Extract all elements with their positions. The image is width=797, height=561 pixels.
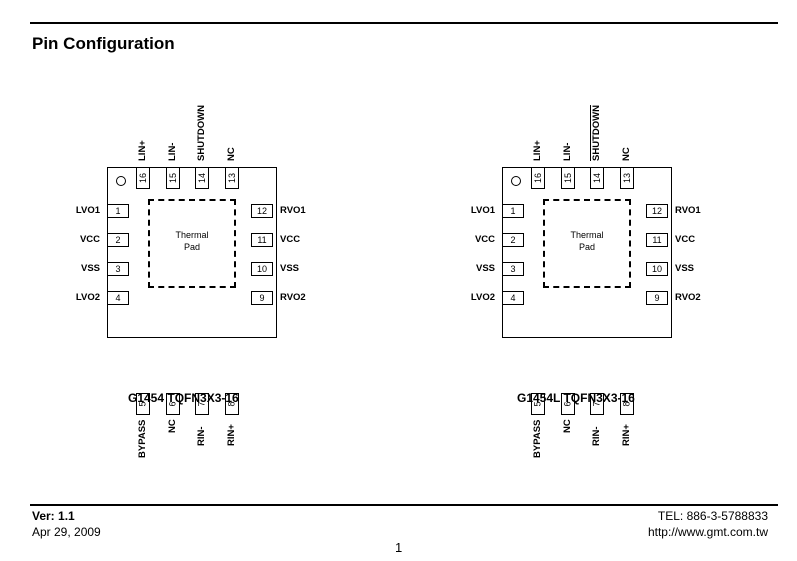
pin-12: 12: [646, 204, 668, 218]
pin-6: 6: [561, 393, 575, 415]
pin1-marker: [116, 176, 126, 186]
website-link[interactable]: http://www.gmt.com.tw: [647, 525, 768, 539]
pin-5: 5: [136, 393, 150, 415]
pin-11: 11: [646, 233, 668, 247]
telephone: TEL: 886-3-5788833: [657, 509, 768, 523]
pin-number: 13: [621, 172, 632, 184]
pin-1: 1: [502, 204, 524, 218]
thermal-pad: Thermal Pad: [543, 199, 631, 288]
package-body: Thermal Pad: [107, 167, 277, 338]
pin-3: 3: [107, 262, 129, 276]
footer-left: Ver: 1.1 Apr 29, 2009: [32, 508, 101, 540]
pin-3: 3: [502, 262, 524, 276]
pin-label-rvo2: RVO2: [280, 292, 306, 303]
pin-label-nc: NC: [167, 419, 178, 434]
pin-label-lin-minus: LIN-: [562, 142, 573, 161]
pin-7: 7: [195, 393, 209, 415]
pin-label-lin-minus: LIN-: [167, 142, 178, 161]
pin-label-lin-plus: LIN+: [532, 140, 543, 161]
pin-number: 13: [226, 172, 237, 184]
pin-label-lvo2: LVO2: [470, 292, 495, 303]
pin-8: 8: [225, 393, 239, 415]
pin-label-lvo1: LVO1: [470, 205, 495, 216]
pin-13: 13: [225, 167, 239, 189]
pin-label-nc: NC: [562, 419, 573, 434]
thermal-pad-label: Thermal Pad: [570, 230, 604, 252]
pin-label-nc: NC: [226, 147, 237, 161]
pin-2: 2: [502, 233, 524, 247]
pin-12: 12: [251, 204, 273, 218]
pin-label-vcc: VCC: [675, 234, 696, 245]
pin-16: 16: [136, 167, 150, 189]
pin-16: 16: [531, 167, 545, 189]
pin-4: 4: [502, 291, 524, 305]
package-diagram-g1454: Thermal Pad 1 LVO1 2 VCC 3 VSS 4 LVO2 12 RVO1 11 VCC…: [30, 90, 306, 458]
pin-number: 14: [196, 172, 207, 184]
page-number: 1: [395, 540, 403, 555]
pin-14: 14: [590, 167, 604, 189]
pin-14: 14: [195, 167, 209, 189]
pin-number: 15: [167, 172, 178, 184]
pin-15: 15: [561, 167, 575, 189]
pin-9: 9: [646, 291, 668, 305]
pin-5: 5: [531, 393, 545, 415]
pin-13: 13: [620, 167, 634, 189]
package-diagram-g1454l: Thermal Pad 1 LVO1 2 VCC 3 VSS 4 LVO2 12 RVO1 11 VCC…: [425, 90, 701, 458]
pin-label-rin-minus: RIN-: [196, 426, 207, 446]
version: Ver: 1.1: [32, 509, 75, 523]
pin-label-bypass: BYPASS: [532, 419, 543, 459]
date: Apr 29, 2009: [32, 525, 101, 539]
pin-label-rvo1: RVO1: [675, 205, 701, 216]
bottom-rule: [30, 504, 778, 506]
pin-label-vss: VSS: [80, 263, 100, 274]
thermal-pad-label: Thermal Pad: [175, 230, 209, 252]
pin-number: 16: [532, 172, 543, 184]
pin-label-lvo1: LVO1: [75, 205, 100, 216]
pin-11: 11: [251, 233, 273, 247]
footer-right: TEL: 886-3-5788833 http://www.gmt.com.tw: [648, 508, 768, 540]
pin-label-bypass: BYPASS: [137, 419, 148, 459]
pin-10: 10: [646, 262, 668, 276]
thermal-pad: Thermal Pad: [148, 199, 236, 288]
pin-label-rin-plus: RIN+: [226, 423, 237, 446]
pin-label-rin-minus: RIN-: [591, 426, 602, 446]
package-caption: G1454 TQFN3X3-16: [128, 391, 239, 405]
pin-label-lin-plus: LIN+: [137, 140, 148, 161]
pin-label-vcc: VCC: [280, 234, 301, 245]
pin-label-vss: VSS: [280, 263, 300, 274]
pin-label-lvo2: LVO2: [75, 292, 100, 303]
pin-4: 4: [107, 291, 129, 305]
pin-1: 1: [107, 204, 129, 218]
pin-number: 14: [591, 172, 602, 184]
pin-number: 15: [562, 172, 573, 184]
pin-label-vss: VSS: [675, 263, 695, 274]
pin-label-nc: NC: [621, 147, 632, 161]
package-body: Thermal Pad: [502, 167, 672, 338]
pin-label-vcc: VCC: [474, 234, 495, 245]
pin-10: 10: [251, 262, 273, 276]
pin-label-shutdown: SHUTDOWN: [591, 105, 602, 161]
package-caption: G1454L TQFN3X3-16: [517, 391, 635, 405]
pin-9: 9: [251, 291, 273, 305]
pin-7: 7: [590, 393, 604, 415]
pin-number: 16: [137, 172, 148, 184]
page-heading: Pin Configuration: [32, 34, 175, 53]
pin-label-vss: VSS: [475, 263, 495, 274]
pin-label-shutdown: SHUTDOWN: [196, 105, 207, 161]
pin-label-rvo1: RVO1: [280, 205, 306, 216]
pin-6: 6: [166, 393, 180, 415]
pin-label-rin-plus: RIN+: [621, 423, 632, 446]
pin1-marker: [511, 176, 521, 186]
pin-label-vcc: VCC: [79, 234, 100, 245]
pin-8: 8: [620, 393, 634, 415]
pin-15: 15: [166, 167, 180, 189]
pin-2: 2: [107, 233, 129, 247]
pin-label-rvo2: RVO2: [675, 292, 701, 303]
top-rule: [30, 22, 778, 24]
